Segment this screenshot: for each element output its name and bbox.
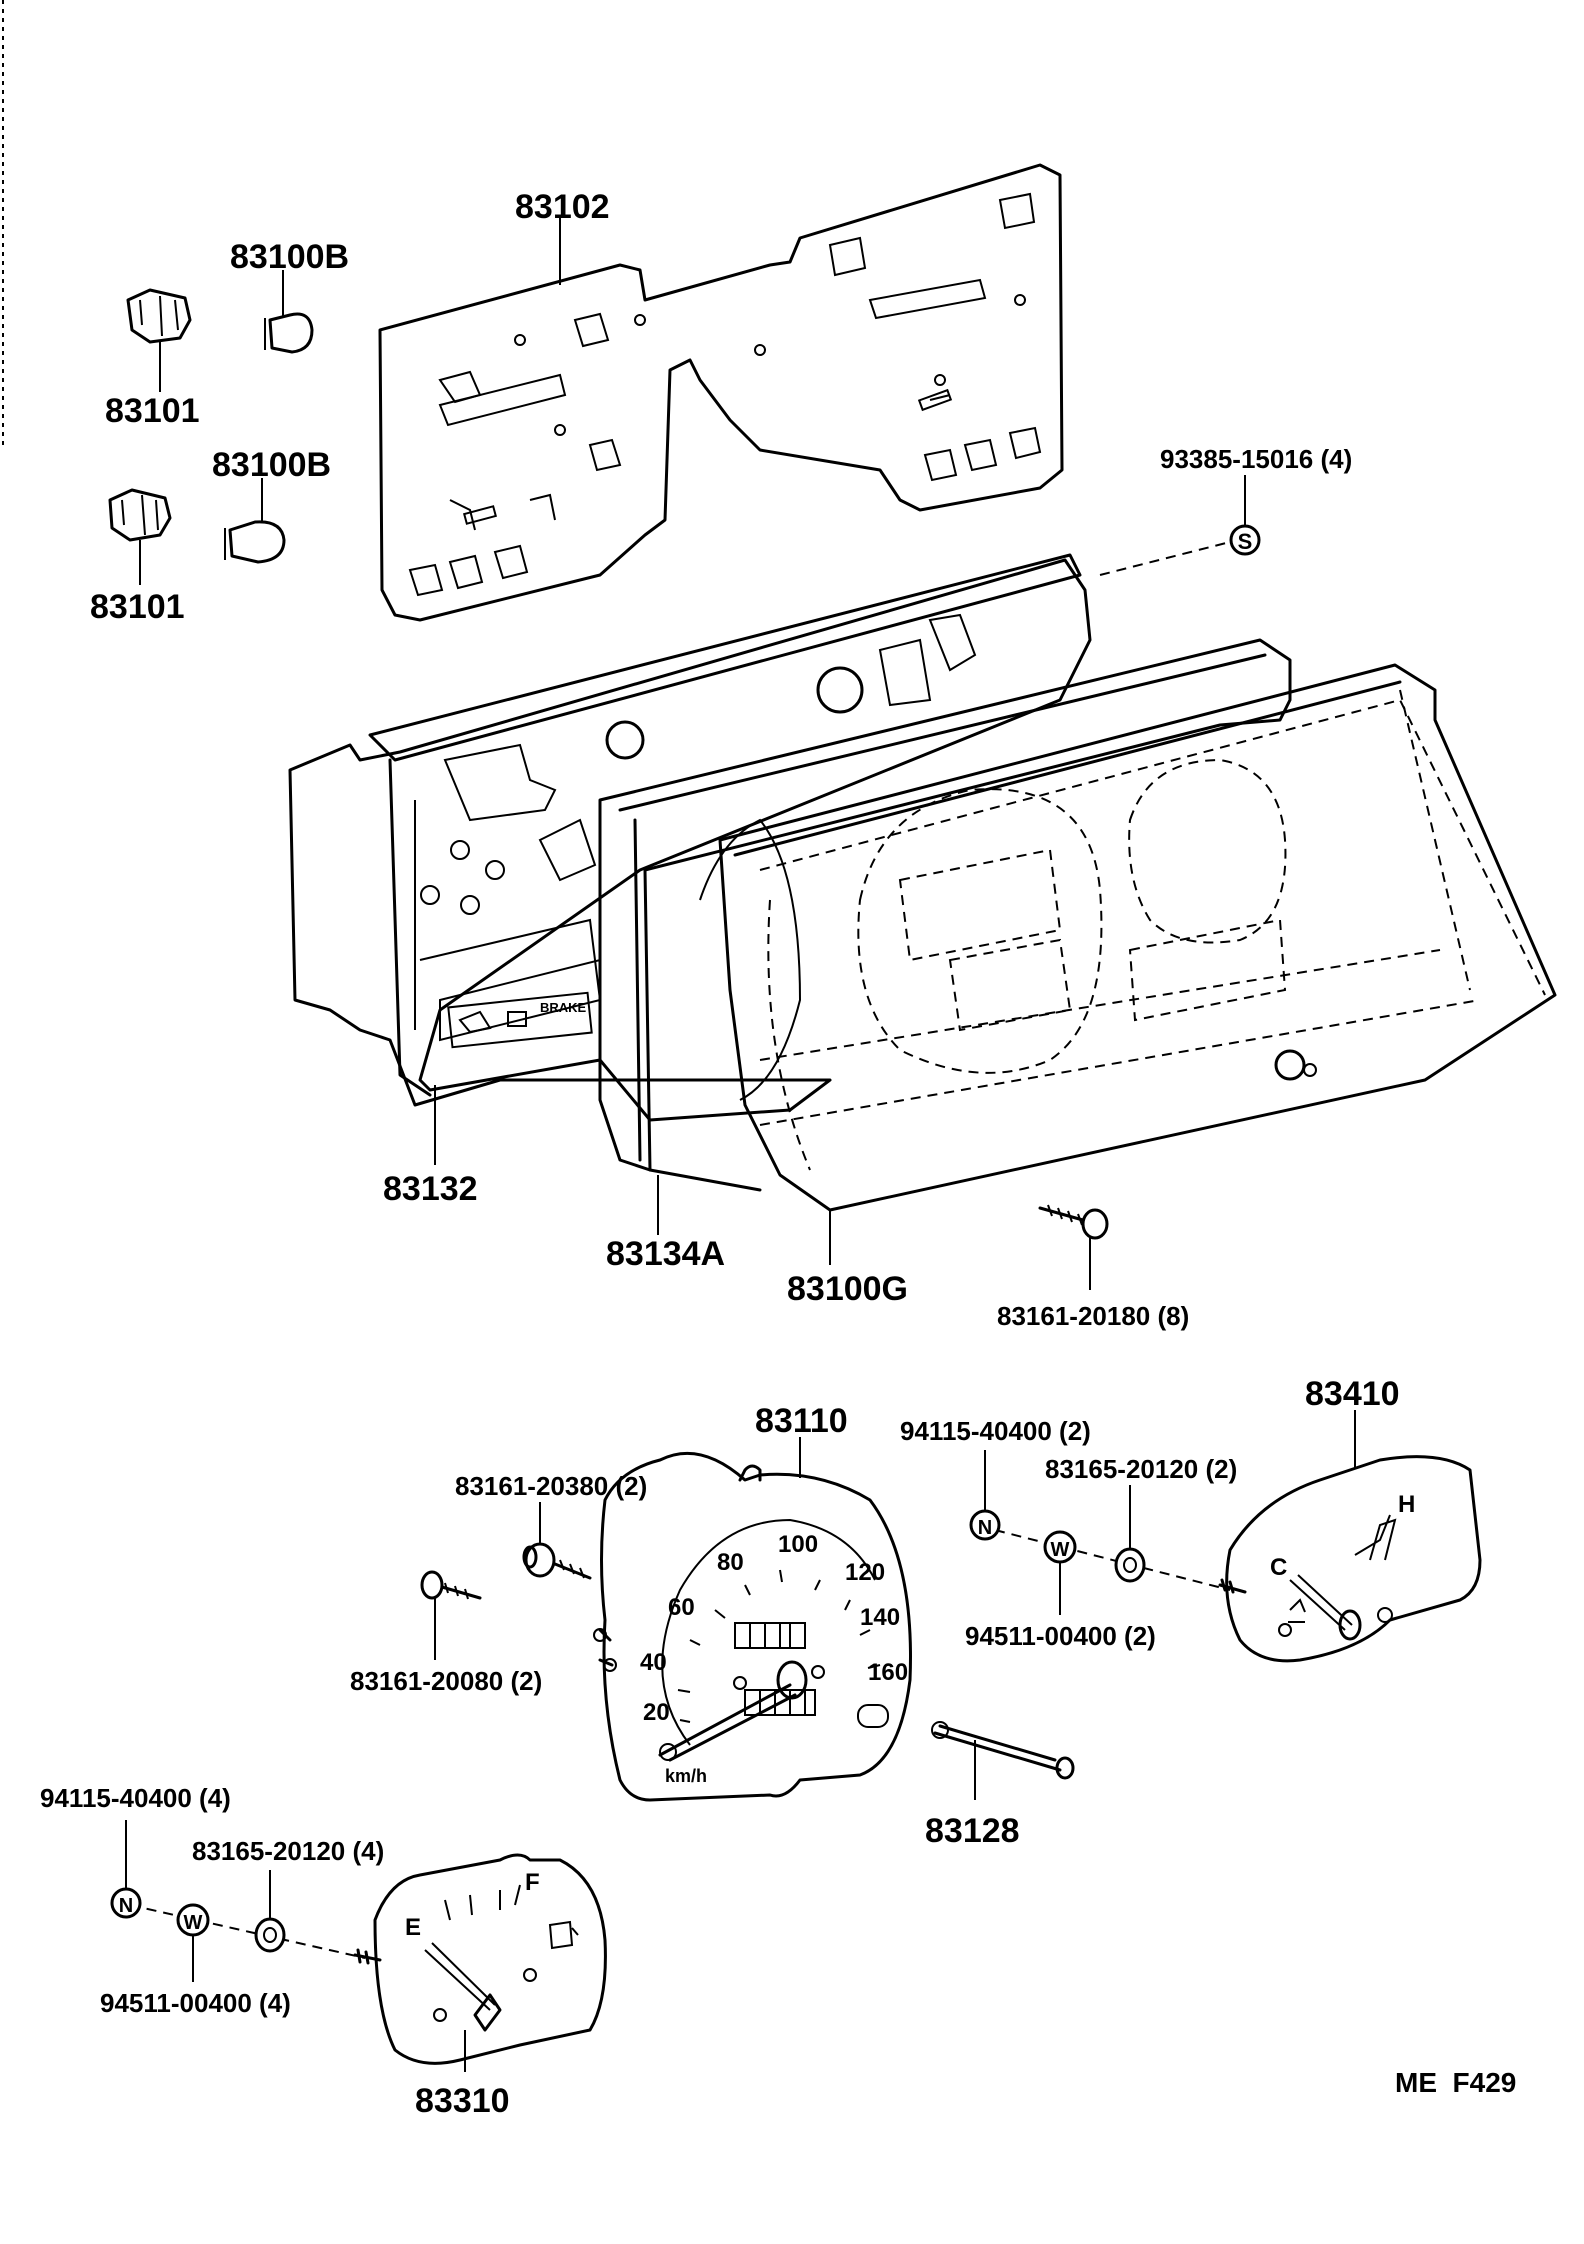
label-83101-lower: 83101 <box>90 588 185 626</box>
speedo-unit: km/h <box>665 1766 707 1786</box>
screw-83161-20380 <box>522 1542 592 1580</box>
speedometer-cable-83128 <box>931 1721 1075 1780</box>
label-83102: 83102 <box>515 188 610 226</box>
fuel-f-label: F <box>525 1869 540 1896</box>
label-93385-15016: 93385-15016 (4) <box>1160 444 1352 474</box>
washer-symbol-w-upper: W <box>1051 1539 1070 1561</box>
stud-fuel-gauge <box>353 1948 382 1965</box>
socket-83101-lower <box>108 488 172 542</box>
speedo-160: 160 <box>868 1659 908 1686</box>
insulator-83165-20120-lower <box>254 1917 286 1953</box>
fuel-gauge-83310: E F <box>373 1853 607 2065</box>
screw-83161-20080 <box>420 1570 482 1600</box>
bulb-83100B-lower <box>224 520 286 564</box>
washer-symbol-w-lower: W <box>184 1912 203 1934</box>
figure-code: ME F429 <box>1395 2067 1516 2098</box>
screw-83161-20180 <box>1038 1204 1109 1240</box>
label-83134A: 83134A <box>606 1235 725 1273</box>
speedo-80: 80 <box>717 1549 744 1576</box>
meter-glass-83100G <box>718 663 1557 1212</box>
nut-symbol-n-lower: N <box>119 1895 133 1917</box>
leader-lines <box>125 218 1356 2072</box>
washer-93385-15016: S <box>1229 524 1261 556</box>
part-labels: 83102 83100B 83101 83100B 83101 93385-15… <box>40 188 1400 2120</box>
speedo-40: 40 <box>640 1649 667 1676</box>
label-83165-20120-lower: 83165-20120 (4) <box>192 1836 384 1866</box>
washer-94511-00400-upper: W <box>1043 1530 1077 1564</box>
fuel-e-label: E <box>405 1914 421 1941</box>
speedo-100: 100 <box>778 1531 818 1558</box>
label-83100B-upper: 83100B <box>230 238 349 276</box>
label-94115-40400-lower: 94115-40400 (4) <box>40 1783 231 1813</box>
speedo-120: 120 <box>845 1559 885 1586</box>
brake-indicator-text: BRAKE <box>540 1000 587 1015</box>
meter-lens-plate-83134A <box>598 638 1292 1192</box>
label-83161-20380: 83161-20380 (2) <box>455 1471 647 1501</box>
washer-94511-00400-lower: W <box>176 1903 210 1937</box>
temperature-gauge-83410: C H <box>1225 1455 1482 1663</box>
label-83100B-lower: 83100B <box>212 446 331 484</box>
label-83110: 83110 <box>755 1402 848 1440</box>
temp-h-label: H <box>1398 1491 1415 1518</box>
bulb-83100B-upper <box>264 312 314 354</box>
label-83161-20080: 83161-20080 (2) <box>350 1666 542 1696</box>
label-83101-upper: 83101 <box>105 392 200 430</box>
label-83165-20120-upper: 83165-20120 (2) <box>1045 1454 1237 1484</box>
stud-temp-gauge <box>1218 1578 1247 1594</box>
speedo-140: 140 <box>860 1604 900 1631</box>
speedo-60: 60 <box>668 1594 695 1621</box>
speedometer-83110: 20 40 60 80 100 120 140 160 km/h <box>593 1451 912 1802</box>
speedo-20: 20 <box>643 1699 670 1726</box>
nut-94115-40400-upper: N <box>969 1509 1001 1541</box>
printed-circuit-plate-83102 <box>378 163 1064 622</box>
label-94511-00400-lower: 94511-00400 (4) <box>100 1988 291 2018</box>
nut-94115-40400-lower: N <box>110 1887 142 1919</box>
label-83128: 83128 <box>925 1812 1020 1850</box>
label-83100G: 83100G <box>787 1270 908 1308</box>
insulator-83165-20120-upper <box>1114 1547 1146 1583</box>
label-83161-20180: 83161-20180 (8) <box>997 1301 1189 1331</box>
washer-symbol-s: S <box>1238 529 1253 554</box>
meter-case-83132: BRAKE <box>288 553 1092 1122</box>
nut-symbol-n-upper: N <box>978 1517 992 1539</box>
label-94511-00400-upper: 94511-00400 (2) <box>965 1621 1156 1651</box>
socket-83101-upper <box>126 288 192 344</box>
label-94115-40400-upper: 94115-40400 (2) <box>900 1416 1091 1446</box>
label-83310: 83310 <box>415 2082 510 2120</box>
label-83132: 83132 <box>383 1170 478 1208</box>
temp-c-label: C <box>1270 1554 1287 1581</box>
label-83410: 83410 <box>1305 1375 1400 1413</box>
